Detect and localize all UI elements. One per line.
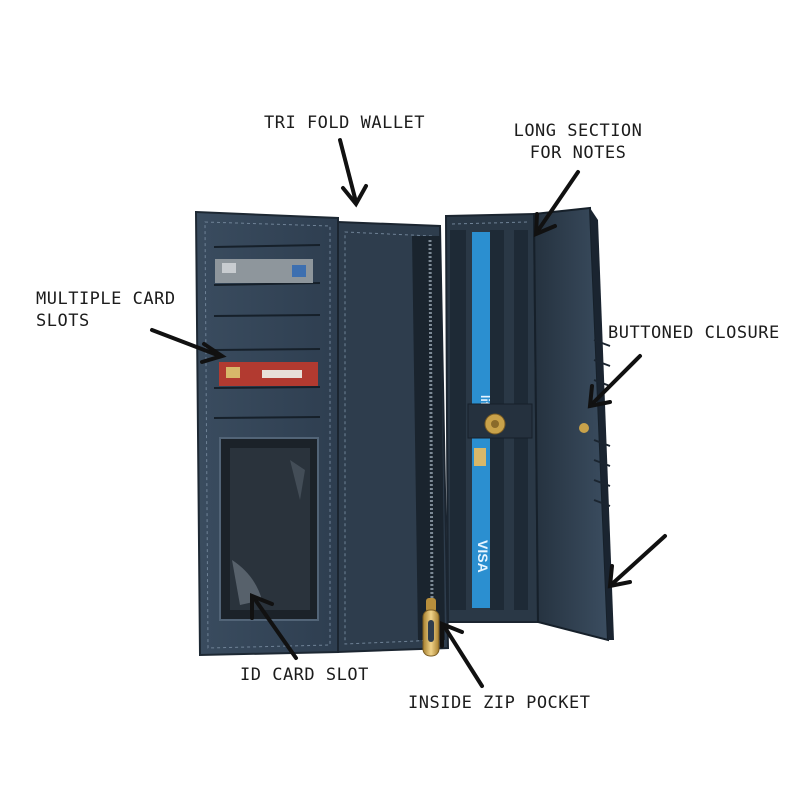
snap-button-strap — [467, 403, 533, 439]
label-inside-zip-pocket: INSIDE ZIP POCKET — [408, 693, 591, 713]
card-slot-lines — [213, 244, 321, 419]
label-long-section-line1: LONG SECTION — [513, 121, 643, 141]
center-zip-pocket — [337, 220, 450, 657]
label-tri-fold-wallet: TRI FOLD WALLET — [264, 113, 426, 133]
grey-card-top — [215, 259, 313, 283]
arrow-long-section — [533, 170, 580, 238]
left-card-panel — [194, 210, 339, 657]
annotation-arrows — [150, 138, 667, 688]
blue-card-upper: life — [472, 232, 492, 413]
label-id-card-slot: ID CARD SLOT — [240, 665, 369, 685]
label-long-section-line2: FOR NOTES — [529, 143, 627, 163]
label-multiple-card-slots: MULTIPLE CARD SLOTS — [36, 288, 176, 332]
label-long-section: LONG SECTION FOR NOTES — [506, 120, 650, 164]
woven-strip — [593, 339, 611, 507]
arrow-zip-pocket — [440, 621, 484, 688]
right-card-section: life VISA — [444, 212, 540, 623]
arrow-tri-fold — [338, 138, 368, 208]
arrow-id-card — [250, 593, 298, 660]
arrow-multiple-card — [150, 328, 227, 364]
closure-flap — [532, 206, 614, 642]
closure-button — [579, 423, 589, 433]
label-multiple-card-line1: MULTIPLE CARD — [36, 289, 176, 309]
zipper-track — [428, 239, 434, 606]
red-card-middle — [219, 362, 318, 386]
card-visa-text: VISA — [475, 540, 491, 573]
blue-card-lower: VISA — [472, 430, 491, 608]
label-multiple-card-line2: SLOTS — [36, 311, 90, 331]
id-card-window — [219, 437, 319, 621]
zipper-pull — [422, 598, 440, 657]
label-buttoned-closure: BUTTONED CLOSURE — [608, 323, 780, 343]
arrow-buttoned-closure — [587, 354, 642, 409]
arrow-flap-lower — [607, 534, 667, 589]
